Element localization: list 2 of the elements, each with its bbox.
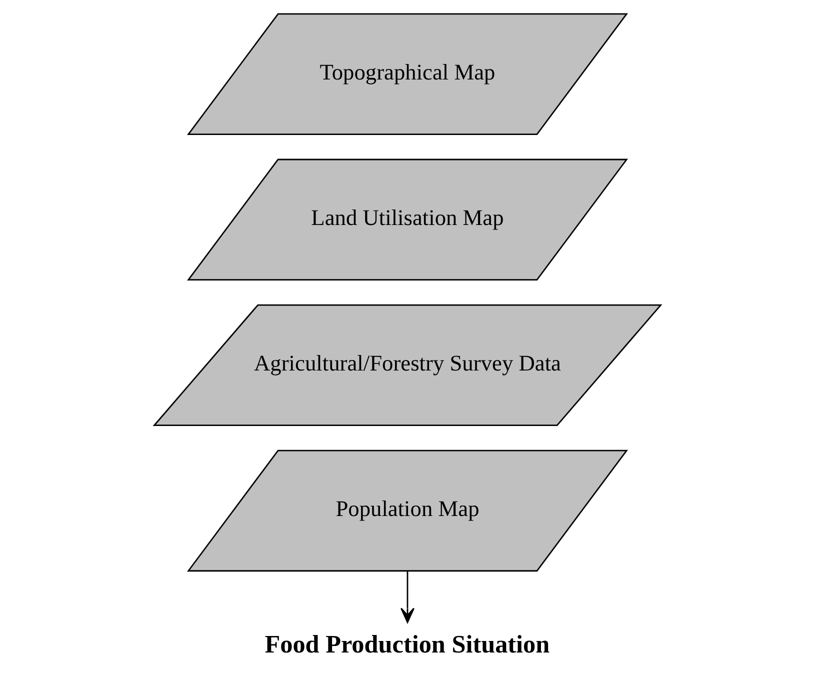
node-text: Food Production Situation xyxy=(264,632,550,659)
arrow xyxy=(400,571,414,623)
